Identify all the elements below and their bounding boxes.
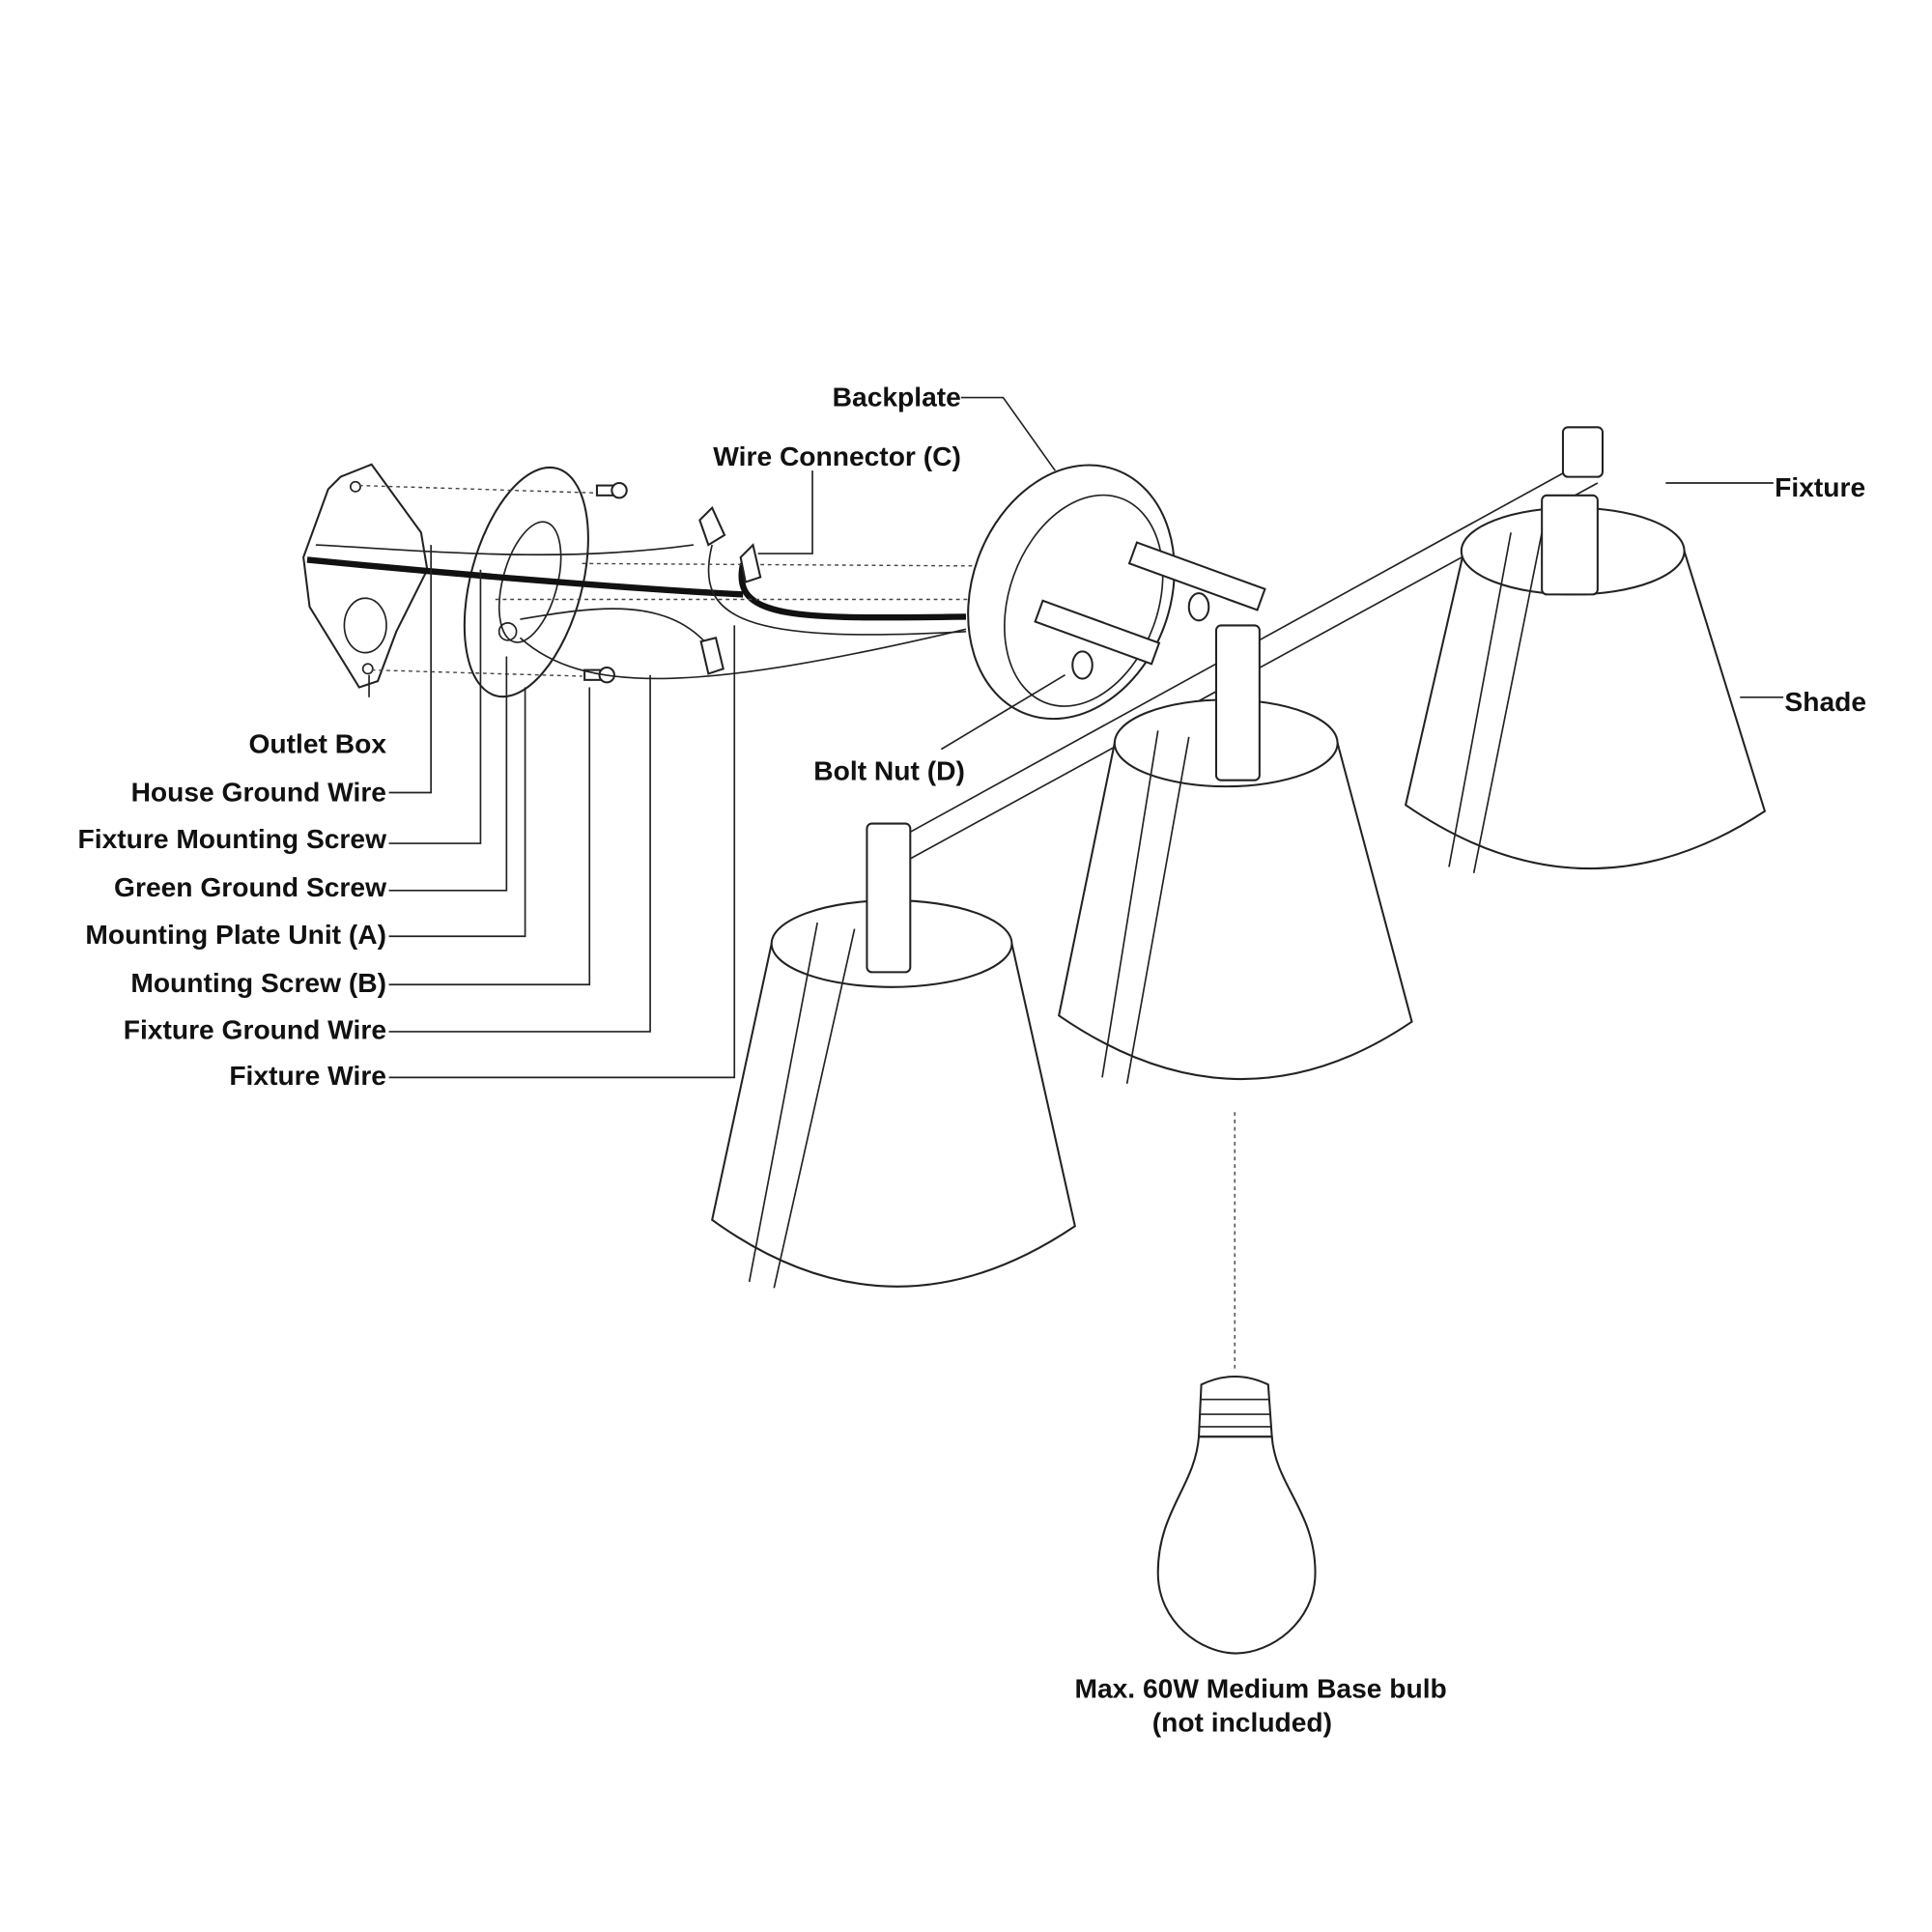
label-house-ground-wire: House Ground Wire [131, 776, 386, 807]
shade-middle [1058, 624, 1413, 1084]
mounting-screws [358, 481, 628, 684]
label-fixture-mounting-screw: Fixture Mounting Screw [78, 823, 387, 854]
light-bulb [1156, 1112, 1317, 1655]
wire-connectors [698, 505, 762, 675]
label-mounting-screw: Mounting Screw (B) [130, 967, 386, 998]
label-fixture: Fixture [1775, 471, 1865, 502]
label-backplate: Backplate [833, 382, 961, 412]
label-fixture-wire: Fixture Wire [229, 1060, 386, 1091]
label-fixture-ground-wire: Fixture Ground Wire [124, 1014, 386, 1045]
wires [306, 544, 991, 680]
label-green-ground-screw: Green Ground Screw [114, 871, 386, 902]
leader-lines [368, 396, 1784, 1079]
shade-right [1404, 494, 1767, 874]
label-mounting-plate-unit: Mounting Plate Unit (A) [85, 919, 386, 950]
label-shade: Shade [1784, 686, 1866, 717]
outlet-box [302, 463, 429, 689]
bulb-note-line2: (not included) [1152, 1706, 1332, 1737]
label-outlet-box: Outlet Box [248, 727, 386, 758]
label-wire-connector: Wire Connector (C) [713, 440, 961, 471]
bulb-note-line1: Max. 60W Medium Base bulb [1074, 1673, 1446, 1704]
label-bolt-nut: Bolt Nut (D) [813, 755, 965, 786]
backplate [967, 464, 1266, 721]
shade-left [711, 822, 1076, 1289]
